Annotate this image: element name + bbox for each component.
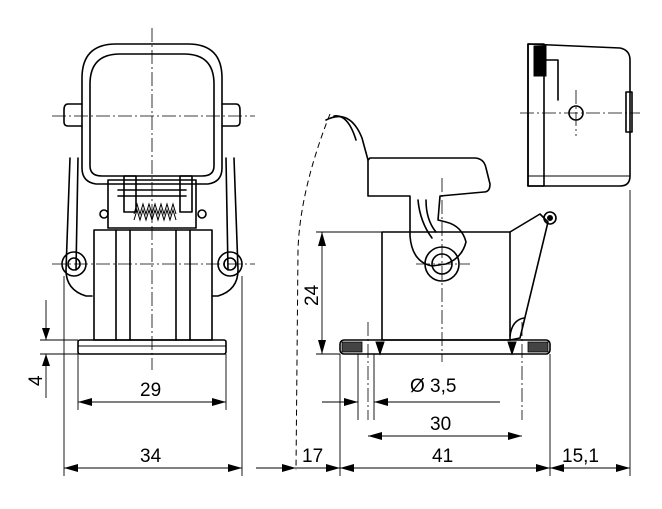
front-lever-right [211, 157, 239, 297]
dim-overall-width-label: 34 [140, 446, 162, 467]
side-cover-detail [543, 59, 559, 101]
front-spring-2 [133, 208, 177, 222]
side-flange-hatch-right [527, 341, 549, 353]
dim-30-arrow-right [508, 432, 522, 440]
dim-housing-offset-label: 15,1 [562, 446, 599, 467]
front-flange [77, 339, 227, 355]
dim-41-arrow-left [340, 464, 354, 472]
dim-29-arrow-left [78, 398, 92, 406]
side-flange-hatch-left [341, 341, 363, 353]
side-lever-tip [325, 115, 369, 161]
side-latch-slot-1 [417, 199, 433, 239]
side-view: 24 Ø 3,5 30 17 41 15,1 [256, 43, 640, 476]
dim-151-arrow-left [550, 464, 564, 472]
side-lever-swing-arc [295, 113, 331, 471]
front-view: 4 29 34 [26, 28, 255, 476]
side-cover-tab [625, 91, 633, 133]
side-hinge-arm-fillet [509, 317, 525, 337]
side-cover-latch [533, 45, 547, 77]
front-hinge-post-right [179, 175, 193, 213]
dim-4-arrow-bottom [42, 354, 50, 366]
front-screw-right [197, 209, 207, 219]
dim-17-arrow-right [326, 464, 340, 472]
dim-41-arrow-right [536, 464, 550, 472]
front-lever-right-inner [225, 157, 229, 271]
front-pin-left [61, 251, 87, 277]
dim-29-arrow-right [212, 398, 226, 406]
dim-lever-offset-label: 17 [302, 446, 323, 467]
dim-34-arrow-left [64, 464, 78, 472]
dim-height-label: 24 [302, 284, 323, 306]
side-hinge-arm [509, 213, 549, 341]
front-cover-tab-left [63, 103, 83, 127]
front-cover-tab-right [221, 103, 241, 127]
dim-d35-arrow-left [344, 398, 358, 406]
front-lever-left-inner [75, 157, 79, 271]
side-latch [367, 157, 491, 267]
dim-d35-arrow-right [374, 398, 388, 406]
dim-17-arrow-left [282, 464, 296, 472]
front-screw-left [99, 209, 109, 219]
side-hinge-pivot-center [547, 215, 553, 221]
dim-151-arrow-right [616, 464, 630, 472]
dim-30-arrow-left [368, 432, 382, 440]
dim-hole-diameter-label: Ø 3,5 [410, 376, 456, 397]
front-housing [93, 229, 213, 341]
dim-34-arrow-right [228, 464, 242, 472]
side-latch-slot-2 [425, 199, 437, 233]
side-cover-edge [527, 43, 545, 187]
dim-hole-spacing-label: 30 [430, 414, 451, 435]
front-pin-right-inner [223, 257, 237, 271]
dim-4-arrow-top [42, 328, 50, 340]
front-spring [133, 202, 177, 216]
dim-24-arrow-top [318, 232, 326, 246]
front-hinge-post-left [123, 175, 137, 213]
dim-base-width-label: 29 [140, 380, 161, 401]
side-hinge-pivot [543, 211, 557, 225]
front-hinge-block [107, 179, 197, 229]
front-cover-outer [81, 43, 223, 185]
side-flange-hole-right [507, 341, 517, 356]
side-flange [339, 339, 551, 355]
side-lever-tip-inner [333, 115, 357, 141]
dim-base-length-label: 41 [432, 446, 453, 467]
dim-24-arrow-bottom [318, 340, 326, 354]
front-pin-left-inner [67, 257, 81, 271]
side-flange-hole-left [375, 341, 385, 356]
front-lever-left [65, 157, 93, 297]
front-pin-right [217, 251, 243, 277]
dim-flange-height-label: 4 [26, 375, 47, 386]
front-cover-inner [89, 53, 215, 177]
